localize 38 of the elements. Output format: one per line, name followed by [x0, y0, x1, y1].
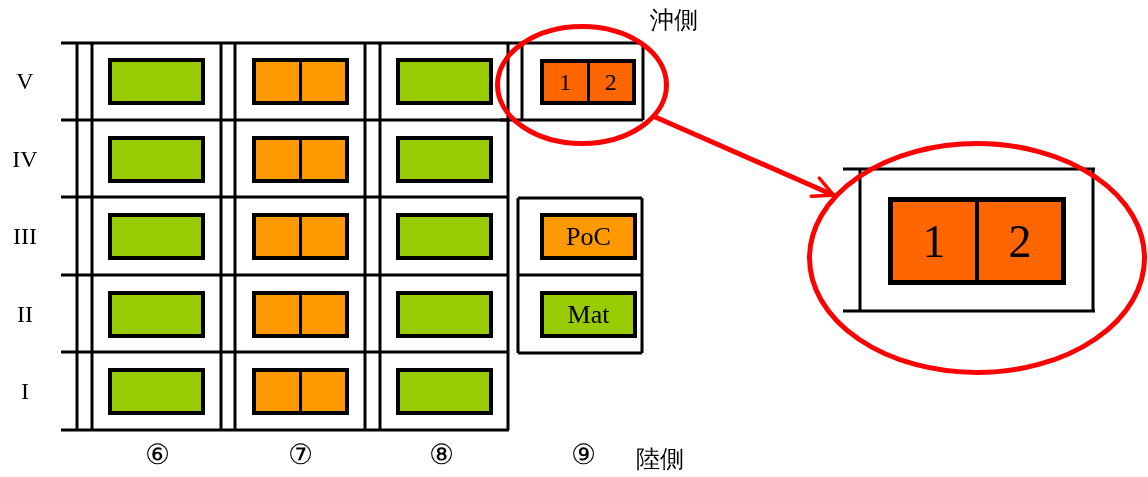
labeled-block	[540, 213, 637, 260]
row-label: IV	[12, 147, 38, 171]
labeled-block	[540, 59, 636, 105]
column-label: ⑦	[287, 441, 313, 469]
block-label: Mat	[566, 298, 611, 331]
row-label: III	[13, 224, 37, 248]
labeled-block	[888, 197, 1066, 285]
side-label: 沖側	[650, 8, 698, 32]
split-block	[252, 368, 349, 415]
block	[396, 368, 493, 415]
block	[108, 213, 205, 260]
block	[108, 291, 205, 338]
block-label: 1	[558, 67, 573, 97]
split-block	[252, 136, 349, 183]
block	[396, 136, 493, 183]
column-label: ⑥	[144, 441, 170, 469]
block-label: PoC	[565, 220, 612, 253]
arrow	[653, 114, 837, 199]
row-label: II	[17, 302, 33, 326]
block	[108, 136, 205, 183]
highlight-ellipse	[807, 141, 1147, 375]
block-label: 1	[921, 214, 947, 269]
column-label: ⑨	[570, 441, 596, 469]
side-label: 陸側	[636, 447, 684, 471]
row-label: I	[21, 379, 29, 403]
split-block	[252, 213, 349, 260]
block	[396, 213, 493, 260]
block-label: 2	[586, 63, 632, 101]
split-block	[252, 58, 349, 105]
row-label: V	[16, 69, 34, 93]
column-label: ⑧	[428, 441, 454, 469]
labeled-block	[540, 291, 637, 338]
block	[108, 368, 205, 415]
block	[108, 58, 205, 105]
block-label: 2	[975, 202, 1061, 280]
block	[396, 291, 493, 338]
block	[396, 58, 493, 105]
split-block	[252, 291, 349, 338]
